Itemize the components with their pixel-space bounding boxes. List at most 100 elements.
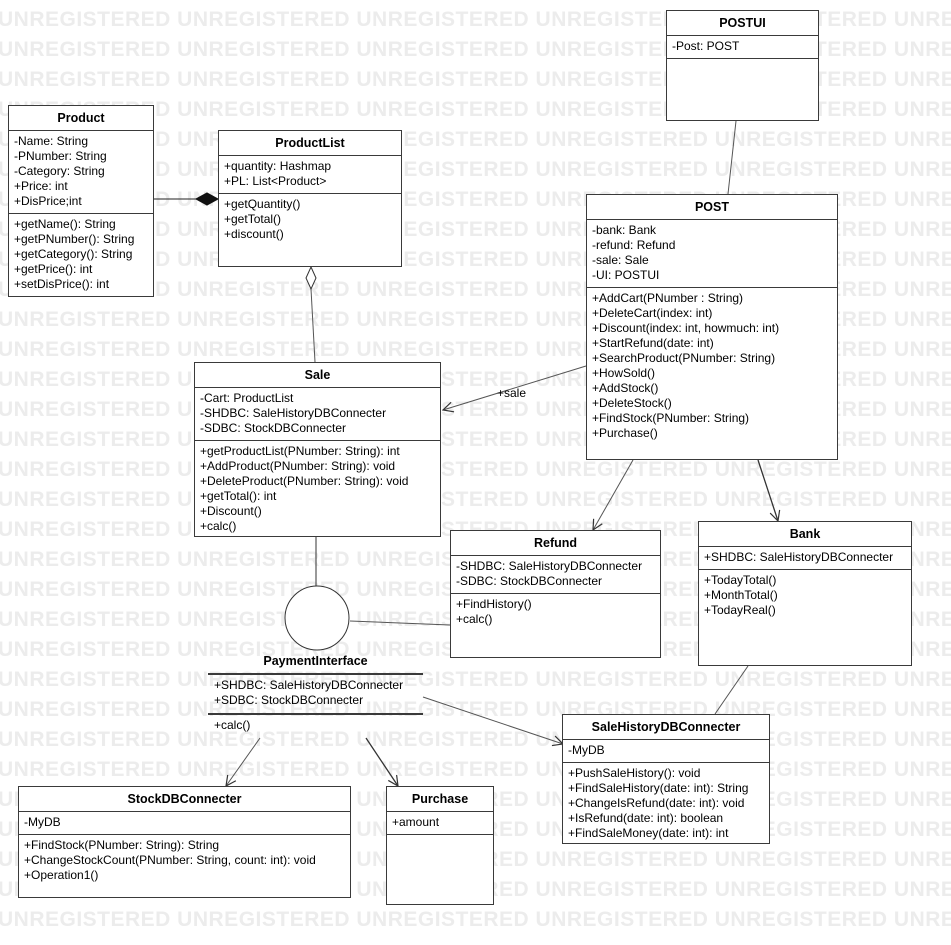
attribute: -SHDBC: SaleHistoryDBConnecter [200, 406, 387, 420]
operation: +Discount() [200, 504, 262, 518]
operation: +Purchase() [592, 426, 658, 440]
class-attributes: +amount [387, 811, 493, 834]
attribute: +PL: List<Product> [224, 174, 327, 188]
class-product[interactable]: Product -Name: String-PNumber: String-Cat… [8, 105, 154, 297]
attribute: -PNumber: String [14, 149, 107, 163]
operation: +getProductList(PNumber: String): int [200, 444, 400, 458]
operation: +DeleteProduct(PNumber: String): void [200, 474, 409, 488]
class-attributes: -Name: String-PNumber: String-Category: … [9, 130, 153, 213]
class-postui[interactable]: POSTUI -Post: POST [666, 10, 819, 121]
class-attributes: +quantity: Hashmap+PL: List<Product> [219, 155, 401, 193]
attribute: -Category: String [14, 164, 105, 178]
class-operations: +FindStock(PNumber: String): String+Chan… [19, 834, 350, 887]
interface-purchase-dependency [365, 737, 398, 786]
class-name: Refund [533, 536, 578, 550]
class-name: Sale [304, 368, 331, 382]
post-bank-association [757, 459, 778, 521]
class-operations: +getQuantity()+getTotal()+discount() [219, 193, 401, 246]
operation: +AddStock() [592, 381, 659, 395]
attribute: -MyDB [24, 815, 61, 829]
class-salehistory[interactable]: SaleHistoryDBConnecter -MyDB +PushSaleHist… [562, 714, 770, 844]
attribute: -bank: Bank [592, 223, 657, 237]
class-operations [387, 834, 493, 848]
attribute: -SDBC: StockDBConnecter [200, 421, 347, 435]
attribute: -UI: POSTUI [592, 268, 660, 282]
operation: +HowSold() [592, 366, 656, 380]
interface-stockdb-dependency [226, 737, 261, 786]
operation: +TodayReal() [704, 603, 776, 617]
class-attributes: -MyDB [563, 739, 769, 762]
operation: +Discount(index: int, howmuch: int) [592, 321, 780, 335]
class-name: Product [57, 111, 105, 125]
payment-interface[interactable]: PaymentInterface +SHDBC: SaleHistoryDBCo… [208, 654, 423, 738]
operation: +FindHistory() [456, 597, 532, 611]
operation: +getPrice(): int [14, 262, 93, 276]
operation: +getName(): String [14, 217, 116, 231]
payment-interface-attributes: +SHDBC: SaleHistoryDBConnecter+SDBC: Sto… [208, 673, 423, 713]
operation: +Operation1() [24, 868, 99, 882]
operation: +getCategory(): String [14, 247, 133, 261]
operation: +MonthTotal() [704, 588, 778, 602]
operation: +ChangeStockCount(PNumber: String, count… [24, 853, 316, 867]
interface-salehistory-dependency [422, 696, 563, 744]
post-sale-role-label: +sale [497, 386, 527, 400]
operation: +IsRefund(date: int): boolean [568, 811, 724, 825]
attribute: -sale: Sale [592, 253, 649, 267]
class-operations [667, 58, 818, 72]
refund-interface-realization [349, 620, 451, 626]
attribute: +SHDBC: SaleHistoryDBConnecter [214, 678, 404, 692]
class-name: Purchase [411, 792, 469, 806]
class-name: Bank [789, 527, 821, 541]
operation: +getTotal(): int [200, 489, 277, 503]
aggregation-diamond [305, 265, 317, 291]
class-operations: +FindHistory()+calc() [451, 593, 660, 631]
attribute: +amount [392, 815, 440, 829]
attribute: +SDBC: StockDBConnecter [214, 693, 364, 707]
class-name: POSTUI [719, 16, 766, 30]
operation: +PushSaleHistory(): void [568, 766, 701, 780]
attribute: -MyDB [568, 743, 605, 757]
operation: +calc() [200, 519, 237, 533]
class-attributes: +SHDBC: SaleHistoryDBConnecter [699, 546, 911, 569]
attribute: -Name: String [14, 134, 89, 148]
operation: +ChangeIsRefund(date: int): void [568, 796, 745, 810]
class-refund[interactable]: Refund -SHDBC: SaleHistoryDBConnecter-SDB… [450, 530, 661, 658]
composition-diamond [194, 192, 220, 206]
class-productlist[interactable]: ProductList +quantity: Hashmap+PL: List<P… [218, 130, 402, 267]
class-attributes: -MyDB [19, 811, 350, 834]
class-attributes: -SHDBC: SaleHistoryDBConnecter-SDBC: Sto… [451, 555, 660, 593]
class-operations: +AddCart(PNumber : String)+DeleteCart(in… [587, 287, 837, 445]
class-bank[interactable]: Bank +SHDBC: SaleHistoryDBConnecter +Today… [698, 521, 912, 666]
attribute: -SDBC: StockDBConnecter [456, 574, 603, 588]
attribute: -refund: Refund [592, 238, 676, 252]
operation: +TodayTotal() [704, 573, 777, 587]
class-operations: +getName(): String+getPNumber(): String+… [9, 213, 153, 296]
operation: +StartRefund(date: int) [592, 336, 714, 350]
operation: +discount() [224, 227, 284, 241]
attribute: +SHDBC: SaleHistoryDBConnecter [704, 550, 894, 564]
attribute: +Price: int [14, 179, 68, 193]
class-sale[interactable]: Sale -Cart: ProductList-SHDBC: SaleHistor… [194, 362, 441, 537]
operation: +calc() [456, 612, 493, 626]
class-purchase[interactable]: Purchase +amount [386, 786, 494, 905]
class-post[interactable]: POST -bank: Bank-refund: Refund-sale: Sal… [586, 194, 838, 460]
class-stockdb[interactable]: StockDBConnecter-MyDB+FindStock(PNumber:… [18, 786, 351, 898]
operation: +FindSaleMoney(date: int): int [568, 826, 729, 840]
class-attributes: -Post: POST [667, 35, 818, 58]
class-attributes: -Cart: ProductList-SHDBC: SaleHistoryDBC… [195, 387, 440, 440]
class-name: ProductList [275, 136, 345, 150]
operation: +getQuantity() [224, 197, 301, 211]
sale-productlist-aggregation [310, 288, 316, 363]
attribute: +DisPrice;int [14, 194, 82, 208]
attribute: +quantity: Hashmap [224, 159, 332, 173]
class-name: POST [694, 200, 730, 214]
operation: +FindStock(PNumber: String) [592, 411, 750, 425]
operation: +FindSaleHistory(date: int): String [568, 781, 749, 795]
bank-salehistory-association [714, 665, 749, 715]
class-operations: +getProductList(PNumber: String): int+Ad… [195, 440, 440, 538]
class-operations: +TodayTotal()+MonthTotal()+TodayReal() [699, 569, 911, 622]
class-name: SaleHistoryDBConnecter [591, 720, 741, 734]
post-sale-association [443, 365, 587, 410]
post-refund-association [593, 459, 634, 530]
